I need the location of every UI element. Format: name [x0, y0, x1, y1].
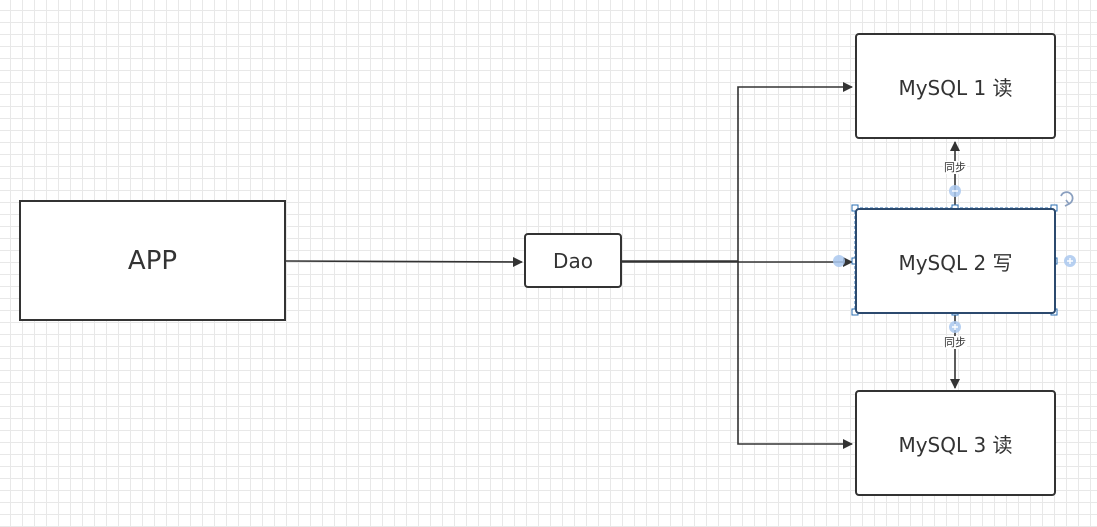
sync-label-top[interactable]: 同步	[943, 161, 967, 174]
edge-dao-to-mysql1[interactable]	[622, 82, 853, 262]
connection-point-left[interactable]	[833, 255, 845, 267]
node-mysql2[interactable]: MySQL 2 写	[855, 208, 1056, 314]
connection-points[interactable]	[833, 185, 1076, 333]
rotate-icon[interactable]	[1060, 191, 1074, 207]
node-dao-label: Dao	[553, 248, 593, 273]
plus-icon	[1067, 258, 1073, 264]
node-mysql3[interactable]: MySQL 3 读	[855, 390, 1056, 496]
edge-app-to-dao[interactable]	[285, 256, 523, 267]
node-mysql3-label: MySQL 3 读	[898, 432, 1013, 457]
node-mysql2-label: MySQL 2 写	[898, 250, 1013, 275]
node-mysql1-label: MySQL 1 读	[898, 75, 1013, 100]
sync-label-bottom[interactable]: 同步	[943, 336, 967, 349]
node-mysql1[interactable]: MySQL 1 读	[855, 33, 1056, 139]
node-app-label: APP	[127, 245, 178, 276]
node-app[interactable]: APP	[19, 200, 286, 321]
edge-dao-to-mysql3[interactable]	[737, 261, 853, 449]
plus-icon	[952, 324, 958, 330]
node-dao[interactable]: Dao	[524, 233, 622, 288]
